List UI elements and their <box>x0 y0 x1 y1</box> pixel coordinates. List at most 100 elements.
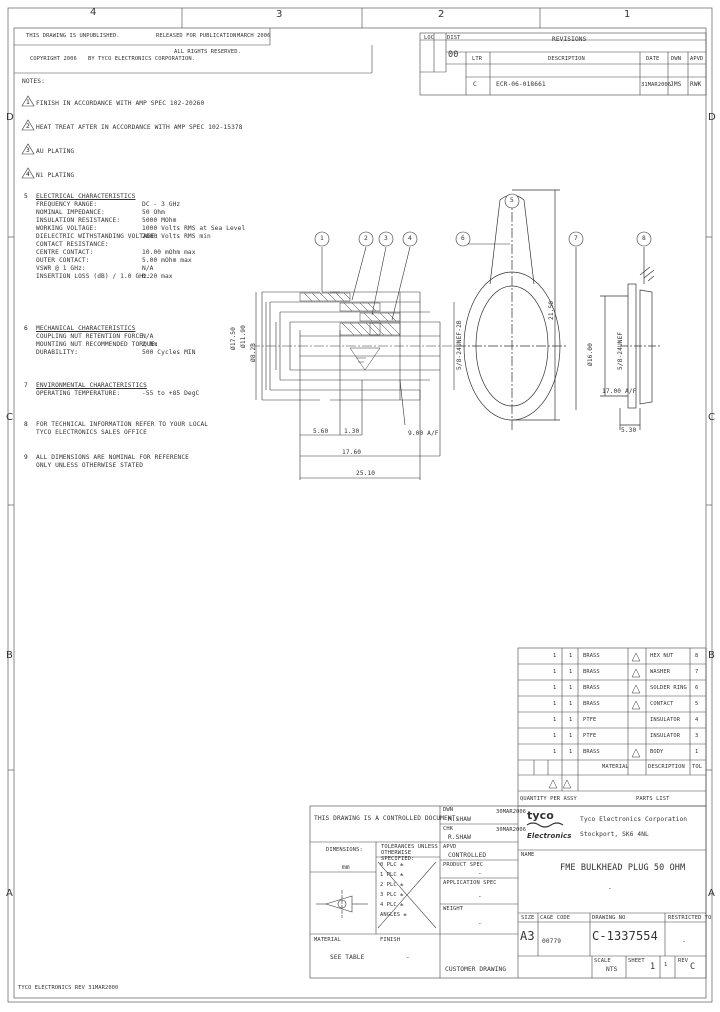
weight-label: WEIGHT <box>443 906 464 912</box>
elec-label: VSWR @ 1 GHz: <box>36 265 86 272</box>
header-unpublished: THIS DRAWING IS UNPUBLISHED. <box>26 33 120 39</box>
dim-dia-11-90: Ø11.90 <box>240 325 247 348</box>
header-copyright: COPYRIGHT 2006 <box>30 56 77 62</box>
bom-description: HEX NUT <box>650 653 674 659</box>
sheet-label: SHEET <box>628 958 645 964</box>
elec-label: FREQUENCY RANGE: <box>36 201 98 208</box>
elec-value: 5000 MOhm <box>142 217 177 224</box>
footer-note: TYCO ELECTRONICS REV 31MAR2000 <box>18 985 119 991</box>
revisions-ltr-header: LTR <box>472 56 483 62</box>
dim-5-60: 5.60 <box>313 428 329 435</box>
mech-value: N/A <box>142 333 154 340</box>
chk-date: 30MAR2006 <box>496 827 527 833</box>
zone-label-a: A <box>6 888 13 899</box>
zone-label-c: C <box>6 412 13 423</box>
revisions-apvd-header: APVD <box>690 56 704 62</box>
zone-label-d: D <box>6 112 14 123</box>
zone-label-2: 2 <box>438 9 445 20</box>
rev-value: C <box>690 962 696 972</box>
zone-label-a-right: A <box>708 888 715 899</box>
elec-label: OUTER CONTACT: <box>36 257 90 264</box>
customer-drawing: CUSTOMER DRAWING <box>445 966 507 973</box>
electronics-logo: Electronics <box>527 832 572 840</box>
elec-value: DC - 3 GHz <box>142 201 181 208</box>
restricted-label: RESTRICTED TO <box>668 915 712 921</box>
elec-label: INSULATION RESISTANCE: <box>36 217 121 224</box>
bom-qty: 1 <box>553 669 557 675</box>
mech-label: COUPLING NUT RETENTION FORCE: <box>36 333 147 340</box>
dimensions-label: DIMENSIONS: <box>326 847 363 853</box>
bom-qty: 1 <box>569 733 573 739</box>
note-9-line1: ALL DIMENSIONS ARE NOMINAL FOR REFERENCE <box>36 454 190 461</box>
revisions-dist-value: 00 <box>448 50 459 60</box>
bom-qty: 1 <box>553 733 557 739</box>
weight-value: - <box>478 920 482 927</box>
scale-label: SCALE <box>594 958 611 964</box>
bom-qty: 1 <box>553 717 557 723</box>
material-label: MATERIAL <box>314 937 341 943</box>
name-label: NAME <box>521 852 535 858</box>
bom-description: CONTACT <box>650 701 674 707</box>
bom-qty: 1 <box>553 653 557 659</box>
balloon-4: 4 <box>408 235 412 242</box>
mech-value: 2 Nm <box>142 341 158 348</box>
header-rights: ALL RIGHTS RESERVED. <box>174 49 241 55</box>
notes-title: NOTES: <box>22 78 45 85</box>
elec-value: N/A <box>142 265 154 272</box>
bom-qty: 1 <box>553 749 557 755</box>
bom-item: 3 <box>695 733 699 739</box>
cage-value: 00779 <box>542 938 562 945</box>
dim-25-10: 25.10 <box>356 470 376 477</box>
dwn-value: M.SHAW <box>448 816 471 823</box>
revisions-date-header: DATE <box>646 56 660 62</box>
elec-label: INSERTION LOSS (dB) / 1.0 GHz: <box>36 273 151 280</box>
size-value: A3 <box>520 929 535 943</box>
tyco-logo: tyco <box>527 809 554 822</box>
elec-value: 2000 Volts RMS min <box>142 233 211 240</box>
bom-description: INSULATOR <box>650 733 681 739</box>
bom-qty: 1 <box>569 717 573 723</box>
company-name: Tyco Electronics Corporation <box>580 816 688 823</box>
header-date: MARCH 2006 <box>237 33 271 39</box>
bom-item: 1 <box>695 749 699 755</box>
bom-material: BRASS <box>583 749 600 755</box>
application-spec-value: - <box>478 893 482 900</box>
tol-row: ANGLES ± <box>380 912 407 918</box>
dim-dia-16-00: Ø16.00 <box>587 343 594 366</box>
finish-value: - <box>406 954 410 961</box>
tolerances-label: TOLERANCES UNLESS OTHERWISE SPECIFIED: <box>381 844 438 862</box>
bom-qty: 1 <box>569 669 573 675</box>
zone-label-d-right: D <box>708 112 716 123</box>
balloon-6: 6 <box>461 235 465 242</box>
revisions-dist-label: DIST <box>447 35 461 41</box>
sheet-value: 1 <box>650 962 656 972</box>
note-8-line1: FOR TECHNICAL INFORMATION REFER TO YOUR … <box>36 421 209 428</box>
note-2: HEAT TREAT AFTER IN ACCORDANCE WITH AMP … <box>36 124 243 131</box>
mech-label: MOUNTING NUT RECOMMENDED TORQUE: <box>36 341 159 348</box>
tol-row: 2 PLC ± <box>380 882 404 888</box>
balloon-1: 1 <box>320 235 324 242</box>
elec-value: 1000 Volts RMS at Sea Level <box>142 225 246 232</box>
material-value: SEE TABLE <box>330 954 365 961</box>
revisions-title: REVISIONS <box>552 36 587 43</box>
product-spec-value: - <box>478 870 482 877</box>
chk-label: CHK <box>443 826 454 832</box>
apvd-value: CONTROLLED <box>448 852 487 859</box>
cage-label: CAGE CODE <box>540 915 571 921</box>
environmental-title: ENVIRONMENTAL CHARACTERISTICS <box>36 382 147 389</box>
revision-date: 31MAR2006 <box>641 82 672 88</box>
dim-17-60: 17.60 <box>342 449 362 456</box>
product-spec-label: PRODUCT SPEC <box>443 862 484 868</box>
elec-label: DIELECTRIC WITHSTANDING VOLTAGE: <box>36 233 159 240</box>
bom-description: SOLDER RING <box>650 685 687 691</box>
tol-row: 1 PLC ± <box>380 872 404 878</box>
balloon-2: 2 <box>364 235 368 242</box>
mech-value: 500 Cycles MIN <box>142 349 196 356</box>
scale-value: NTS <box>606 966 618 973</box>
revision-apvd: RWK <box>690 81 702 88</box>
bom-header-qty: QUANTITY PER ASSY <box>520 796 577 802</box>
company-address: Stockport, SK6 4NL <box>580 831 649 838</box>
connector-icon <box>316 890 368 918</box>
tol-row: 0 PLC ± <box>380 862 404 868</box>
elec-label: CENTRE CONTACT: <box>36 249 94 256</box>
